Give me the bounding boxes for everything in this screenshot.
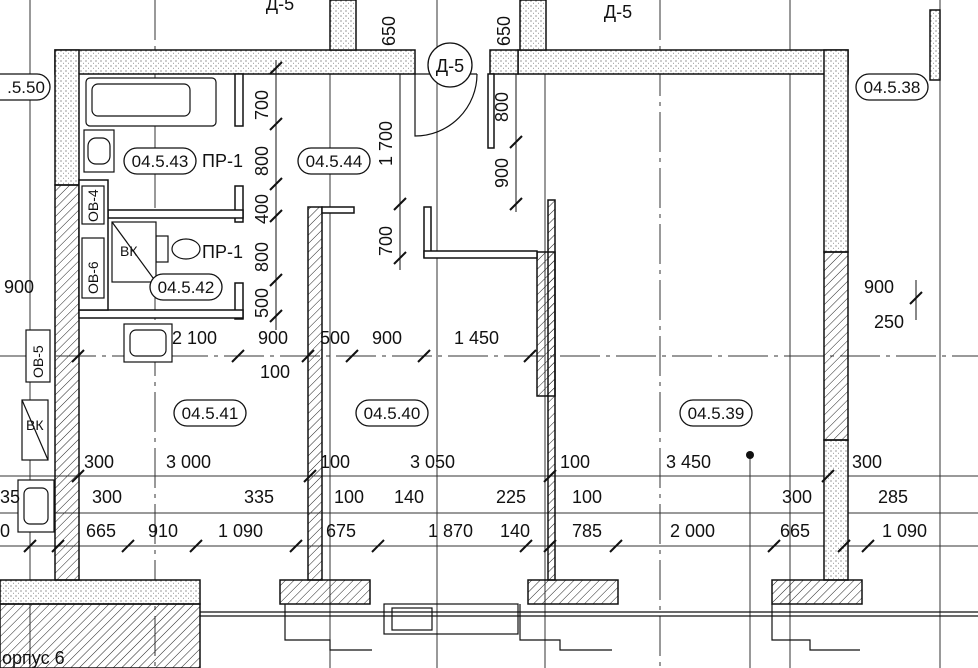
vertical-dim-lines	[275, 60, 917, 330]
dim-v-400: 400	[252, 194, 272, 224]
code-ov6: ОВ-6	[85, 261, 101, 294]
dim-v-500: 500	[252, 288, 272, 318]
room-tag-04538	[855, 73, 929, 101]
dim-row4-2: 1 090	[218, 521, 263, 541]
dim-row4-9: 1 090	[882, 521, 927, 541]
dim-v-800-a: 800	[252, 146, 272, 176]
dim-row2-3: 3 050	[410, 452, 455, 472]
room-tag-550	[0, 73, 51, 101]
dim-row3-6: 300	[782, 487, 812, 507]
dim-left-edge-35: 35	[0, 487, 20, 507]
brick-walls	[0, 184, 863, 668]
outer-walls	[0, 0, 941, 605]
reference-point	[746, 451, 754, 459]
text-labels: 04.5.43 04.5.44 04.5.42 04.5.41 04.5.40 …	[0, 0, 927, 668]
dim-v-800-b: 800	[252, 242, 272, 272]
dimension-ticks	[23, 61, 923, 553]
room-04538-label: 04.5.38	[864, 78, 921, 97]
dim-row3-4: 225	[496, 487, 526, 507]
door-tag-top-right: Д-5	[604, 2, 632, 22]
dim-row2-1: 3 000	[166, 452, 211, 472]
room-tag-04539	[679, 399, 753, 427]
code-vk-small: ВК	[26, 417, 44, 433]
code-pr1-top: ПР-1	[202, 151, 243, 171]
dim-top-650-right: 650	[494, 16, 514, 46]
dim-row3-0: 300	[92, 487, 122, 507]
balcony	[200, 603, 978, 651]
dim-row4-3: 675	[326, 521, 356, 541]
dim-row4-7: 2 000	[670, 521, 715, 541]
dim-v-700-mid: 700	[376, 226, 396, 256]
door-tag-d5-text: Д-5	[436, 56, 464, 76]
room-04540-label: 04.5.40	[364, 404, 421, 423]
dim-v-800-right: 800	[492, 92, 512, 122]
door-tag-top-left: Д-5	[266, 0, 294, 14]
dim-row4-5: 140	[500, 521, 530, 541]
room-04543-label: 04.5.43	[132, 152, 189, 171]
dim-v-700-top: 700	[252, 90, 272, 120]
dim-row3-7: 285	[878, 487, 908, 507]
dim-row2-4: 100	[560, 452, 590, 472]
vent-ov5	[25, 329, 51, 383]
dim-row4-1: 910	[148, 521, 178, 541]
corpus-label: орпус 6	[2, 648, 65, 668]
room-tag-04540	[355, 399, 429, 427]
dim-v-1700: 1 700	[376, 121, 396, 166]
dim-top-650-left: 650	[379, 16, 399, 46]
dim-row3-1: 335	[244, 487, 274, 507]
dim-row1-1: 900	[258, 328, 288, 348]
room-tags	[0, 42, 929, 427]
dim-row4-0: 665	[86, 521, 116, 541]
dim-row2-0: 300	[84, 452, 114, 472]
room-04544-label: 04.5.44	[306, 152, 363, 171]
code-ov5: ОВ-5	[30, 345, 46, 378]
dim-row4-8: 665	[780, 521, 810, 541]
room-04541-label: 04.5.41	[182, 404, 239, 423]
dim-row2-2: 100	[320, 452, 350, 472]
dim-left-edge-0: 0	[0, 521, 10, 541]
toilet-icon	[171, 238, 201, 260]
dim-right-250: 250	[874, 312, 904, 332]
dim-row2-6: 300	[852, 452, 882, 472]
door-tag-d5	[427, 42, 473, 88]
room-tag-04544	[297, 147, 371, 175]
dim-v-900-right: 900	[492, 158, 512, 188]
dim-left-900: 900	[4, 277, 34, 297]
dim-row1-100: 100	[260, 362, 290, 382]
dim-right-900: 900	[864, 277, 894, 297]
vent-ov4	[81, 185, 105, 225]
room-tag-04541	[173, 399, 247, 427]
vent-ov6	[81, 237, 105, 299]
dim-row2-5: 3 450	[666, 452, 711, 472]
room-tag-04543	[123, 147, 197, 175]
dim-row3-3: 140	[394, 487, 424, 507]
dim-row1-3: 900	[372, 328, 402, 348]
dim-row4-4: 1 870	[428, 521, 473, 541]
room-04542-label: 04.5.42	[158, 278, 215, 297]
dim-row3-5: 100	[572, 487, 602, 507]
fixtures	[17, 77, 217, 533]
room-tag-04542	[149, 273, 223, 301]
room-04539-label: 04.5.39	[688, 404, 745, 423]
dim-row1-2: 500	[320, 328, 350, 348]
dim-row1-0: 2 100	[172, 328, 217, 348]
code-pr1-bottom: ПР-1	[202, 242, 243, 262]
dim-row4-6: 785	[572, 521, 602, 541]
code-vk: ВК	[120, 243, 138, 259]
code-ov4: ОВ-4	[85, 189, 101, 222]
room-550-label: .5.50	[7, 78, 45, 97]
dim-row3-2: 100	[334, 487, 364, 507]
dim-row1-4: 1 450	[454, 328, 499, 348]
